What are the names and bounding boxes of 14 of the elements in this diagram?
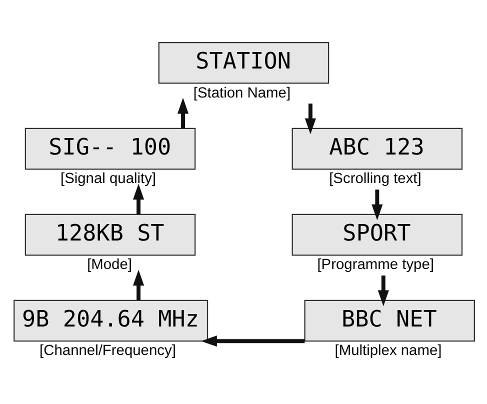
node-label: [Scrolling text] bbox=[328, 171, 421, 188]
arrow bbox=[132, 184, 144, 214]
node-label: [Mode] bbox=[86, 257, 132, 274]
node-label: [Signal quality] bbox=[60, 171, 156, 188]
node-label: [Multiplex name] bbox=[334, 343, 442, 360]
arrow bbox=[371, 190, 382, 220]
node-label: [Channel/Frequency] bbox=[39, 343, 176, 360]
arrow bbox=[176, 98, 188, 128]
node-label: [Programme type] bbox=[316, 257, 434, 274]
arrow bbox=[304, 104, 316, 134]
arrow bbox=[200, 336, 304, 347]
arrow bbox=[132, 270, 144, 300]
arrow bbox=[377, 276, 388, 306]
node-label: [Station Name] bbox=[192, 85, 290, 102]
